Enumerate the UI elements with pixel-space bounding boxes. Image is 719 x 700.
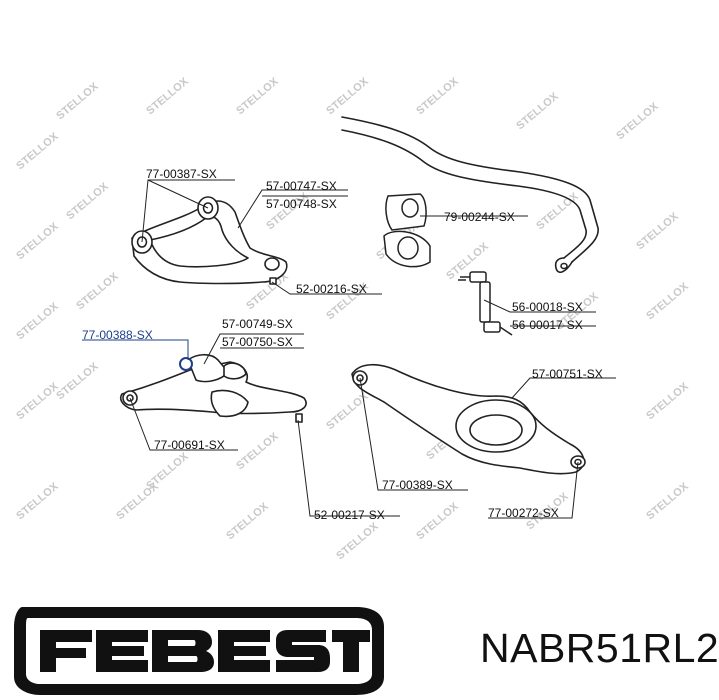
lower-spring-arm [351, 363, 586, 475]
watermark-text: STELLOX [74, 270, 121, 312]
watermark-text: STELLOX [634, 210, 681, 252]
label-79-00244: 79-00244-SX [444, 210, 515, 224]
watermark-text: STELLOX [234, 430, 281, 472]
watermark-text: STELLOX [64, 180, 111, 222]
watermark-text: STELLOX [334, 520, 381, 562]
watermark-text: STELLOX [14, 130, 61, 172]
label-56-00017: 56-00017-SX [512, 318, 583, 332]
label-77-00272: 77-00272-SX [488, 506, 559, 520]
watermark-text: STELLOX [644, 380, 691, 422]
label-77-00389: 77-00389-SX [382, 478, 453, 492]
label-57-00747: 57-00747-SX [266, 179, 337, 193]
watermark-text: STELLOX [324, 390, 371, 432]
label-57-00751: 57-00751-SX [532, 367, 603, 381]
watermark-text: STELLOX [234, 75, 281, 117]
watermark-text: STELLOX [644, 280, 691, 322]
label-52-00216: 52-00216-SX [296, 282, 367, 296]
watermark-text: STELLOX [514, 90, 561, 132]
watermark-text: STELLOX [414, 500, 461, 542]
watermark-text: STELLOX [14, 380, 61, 422]
upper-control-arm [131, 196, 288, 285]
febest-logo [14, 607, 384, 695]
lower-lateral-arm [120, 353, 307, 423]
label-77-00387: 77-00387-SX [146, 167, 217, 181]
label-52-00217: 52-00217-SX [314, 508, 385, 522]
watermark-text: STELLOX [534, 190, 581, 232]
label-77-00388: 77-00388-SX [82, 328, 153, 342]
watermark-text: STELLOX [14, 220, 61, 262]
watermark-text: STELLOX [54, 360, 101, 402]
stabilizer-bar [341, 116, 599, 274]
label-77-00691: 77-00691-SX [154, 438, 225, 452]
watermark-text: STELLOX [54, 80, 101, 122]
leader-lines [82, 179, 616, 519]
part-number: NABR51RL2 [480, 625, 719, 671]
label-56-00018: 56-00018-SX [512, 300, 583, 314]
watermark-text: STELLOX [114, 480, 161, 522]
watermark-text: STELLOX [14, 480, 61, 522]
watermark-text: STELLOX [14, 300, 61, 342]
stabilizer-link [458, 271, 513, 336]
watermark-text: STELLOX [144, 75, 191, 117]
watermark-text: STELLOX [324, 75, 371, 117]
watermark-text: STELLOX [614, 100, 661, 142]
part-labels: 77-00387-SX 57-00747-SX 57-00748-SX 79-0… [82, 167, 603, 522]
watermark-text: STELLOX [414, 75, 461, 117]
label-57-00750: 57-00750-SX [222, 335, 293, 349]
label-57-00749: 57-00749-SX [222, 317, 293, 331]
stabilizer-bushing [383, 193, 431, 268]
label-57-00748: 57-00748-SX [266, 197, 337, 211]
watermark-text: STELLOX [644, 480, 691, 522]
watermark-text: STELLOX [224, 500, 271, 542]
